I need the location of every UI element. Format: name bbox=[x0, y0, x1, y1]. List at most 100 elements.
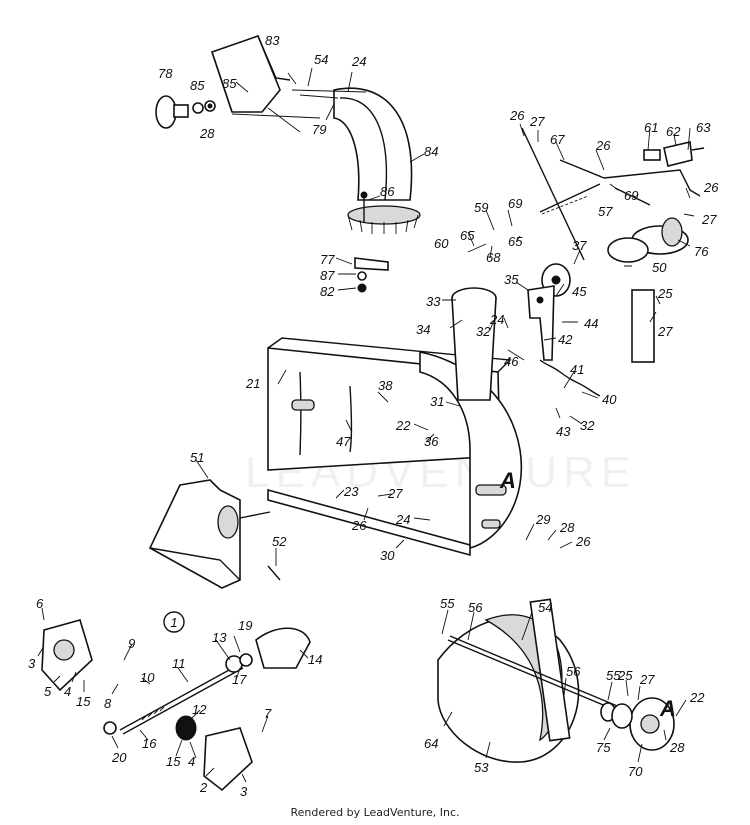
callout: 67 bbox=[550, 132, 565, 147]
callout: 79 bbox=[312, 122, 326, 137]
callout: 15 bbox=[76, 694, 91, 709]
gear-case bbox=[148, 479, 271, 589]
callout: 56 bbox=[468, 600, 483, 615]
callout: 65 bbox=[508, 234, 523, 249]
callout: 59 bbox=[474, 200, 488, 215]
scraper-bar bbox=[267, 488, 471, 557]
gear-wheel bbox=[175, 715, 197, 741]
callout: 7 bbox=[264, 706, 272, 721]
callout: 32 bbox=[476, 324, 491, 339]
callout: 76 bbox=[694, 244, 709, 259]
callout: 75 bbox=[596, 740, 611, 755]
callout: 85 bbox=[190, 78, 205, 93]
leader-lines bbox=[37, 67, 695, 783]
impeller bbox=[437, 598, 580, 763]
callout: 12 bbox=[192, 702, 207, 717]
callout: 65 bbox=[460, 228, 475, 243]
callout: 61 bbox=[644, 120, 658, 135]
callout: 27 bbox=[701, 212, 717, 227]
reference-mark: A bbox=[659, 696, 676, 721]
chute-bolt bbox=[360, 191, 368, 222]
bearing-housing-left bbox=[41, 619, 93, 692]
callout: 33 bbox=[426, 294, 441, 309]
callout: 43 bbox=[556, 424, 571, 439]
callout: 84 bbox=[424, 144, 438, 159]
callout: 26 bbox=[703, 180, 719, 195]
callout: 30 bbox=[380, 548, 395, 563]
callout: 38 bbox=[378, 378, 393, 393]
callout: 46 bbox=[504, 354, 519, 369]
callout: 57 bbox=[598, 204, 613, 219]
callout: 62 bbox=[666, 124, 681, 139]
shift-knob bbox=[643, 141, 705, 167]
callout: 34 bbox=[416, 322, 430, 337]
discharge-chute bbox=[333, 87, 421, 234]
callout: 56 bbox=[566, 664, 581, 679]
callout: 53 bbox=[474, 760, 489, 775]
drive-shaft bbox=[119, 663, 244, 735]
callout: 4 bbox=[64, 684, 71, 699]
shaft-worm-gear bbox=[103, 706, 165, 735]
callout: 27 bbox=[657, 324, 673, 339]
auger-housing bbox=[267, 337, 523, 550]
callout: 26 bbox=[595, 138, 611, 153]
bearing-flange bbox=[600, 697, 675, 751]
callout: 47 bbox=[336, 434, 351, 449]
callout: 60 bbox=[434, 236, 449, 251]
chute-knob bbox=[155, 95, 189, 129]
callout: 83 bbox=[265, 33, 280, 48]
idler-bracket bbox=[527, 285, 555, 361]
chute-base-ring bbox=[451, 287, 497, 401]
callout: 4 bbox=[188, 754, 195, 769]
group-marker: 1 bbox=[163, 611, 185, 633]
callout: 36 bbox=[424, 434, 439, 449]
group-marker-label: 1 bbox=[170, 615, 177, 630]
callout: 17 bbox=[232, 672, 247, 687]
callout: 15 bbox=[166, 754, 181, 769]
control-rods bbox=[521, 127, 701, 261]
footer-credit: Rendered by LeadVenture, Inc. bbox=[290, 806, 460, 819]
callout: 27 bbox=[639, 672, 655, 687]
chute-washers bbox=[192, 100, 216, 114]
chute-clamp-parts bbox=[354, 257, 389, 293]
callout: 3 bbox=[240, 784, 248, 799]
callout: 27 bbox=[529, 114, 545, 129]
callout: 23 bbox=[343, 484, 359, 499]
shear-pin bbox=[267, 565, 281, 581]
callout: 27 bbox=[387, 486, 403, 501]
callout: 87 bbox=[320, 268, 335, 283]
callout: 26 bbox=[575, 534, 591, 549]
callout: 29 bbox=[535, 512, 550, 527]
callout: 20 bbox=[111, 750, 127, 765]
callout: 54 bbox=[538, 600, 552, 615]
callout: 31 bbox=[430, 394, 444, 409]
thrust-washers bbox=[225, 653, 253, 673]
callout: 26 bbox=[509, 108, 525, 123]
callout: 26 bbox=[351, 518, 367, 533]
gear-case-half bbox=[203, 727, 253, 792]
callout: 63 bbox=[696, 120, 711, 135]
callout: 54 bbox=[314, 52, 328, 67]
callout: 28 bbox=[559, 520, 575, 535]
callout: 10 bbox=[140, 670, 155, 685]
impeller-shaft bbox=[447, 635, 623, 713]
callout: 25 bbox=[617, 668, 633, 683]
callout: 28 bbox=[199, 126, 215, 141]
callout: 41 bbox=[570, 362, 584, 377]
callout: 37 bbox=[572, 238, 587, 253]
callout: 3 bbox=[28, 656, 36, 671]
callout: 77 bbox=[320, 252, 335, 267]
callout: 5 bbox=[44, 684, 52, 699]
callout: 6 bbox=[36, 596, 44, 611]
callout: 8 bbox=[104, 696, 112, 711]
callout: 24 bbox=[351, 54, 366, 69]
callout: 52 bbox=[272, 534, 287, 549]
chute-deflector bbox=[210, 34, 291, 113]
callout: 40 bbox=[602, 392, 617, 407]
part-callouts: 83 85 54 24 78 85 28 79 84 86 77 87 82 2… bbox=[28, 33, 719, 799]
callout: 22 bbox=[395, 418, 411, 433]
callout: 78 bbox=[158, 66, 173, 81]
callout: 55 bbox=[440, 596, 455, 611]
callout: 85 bbox=[222, 76, 237, 91]
